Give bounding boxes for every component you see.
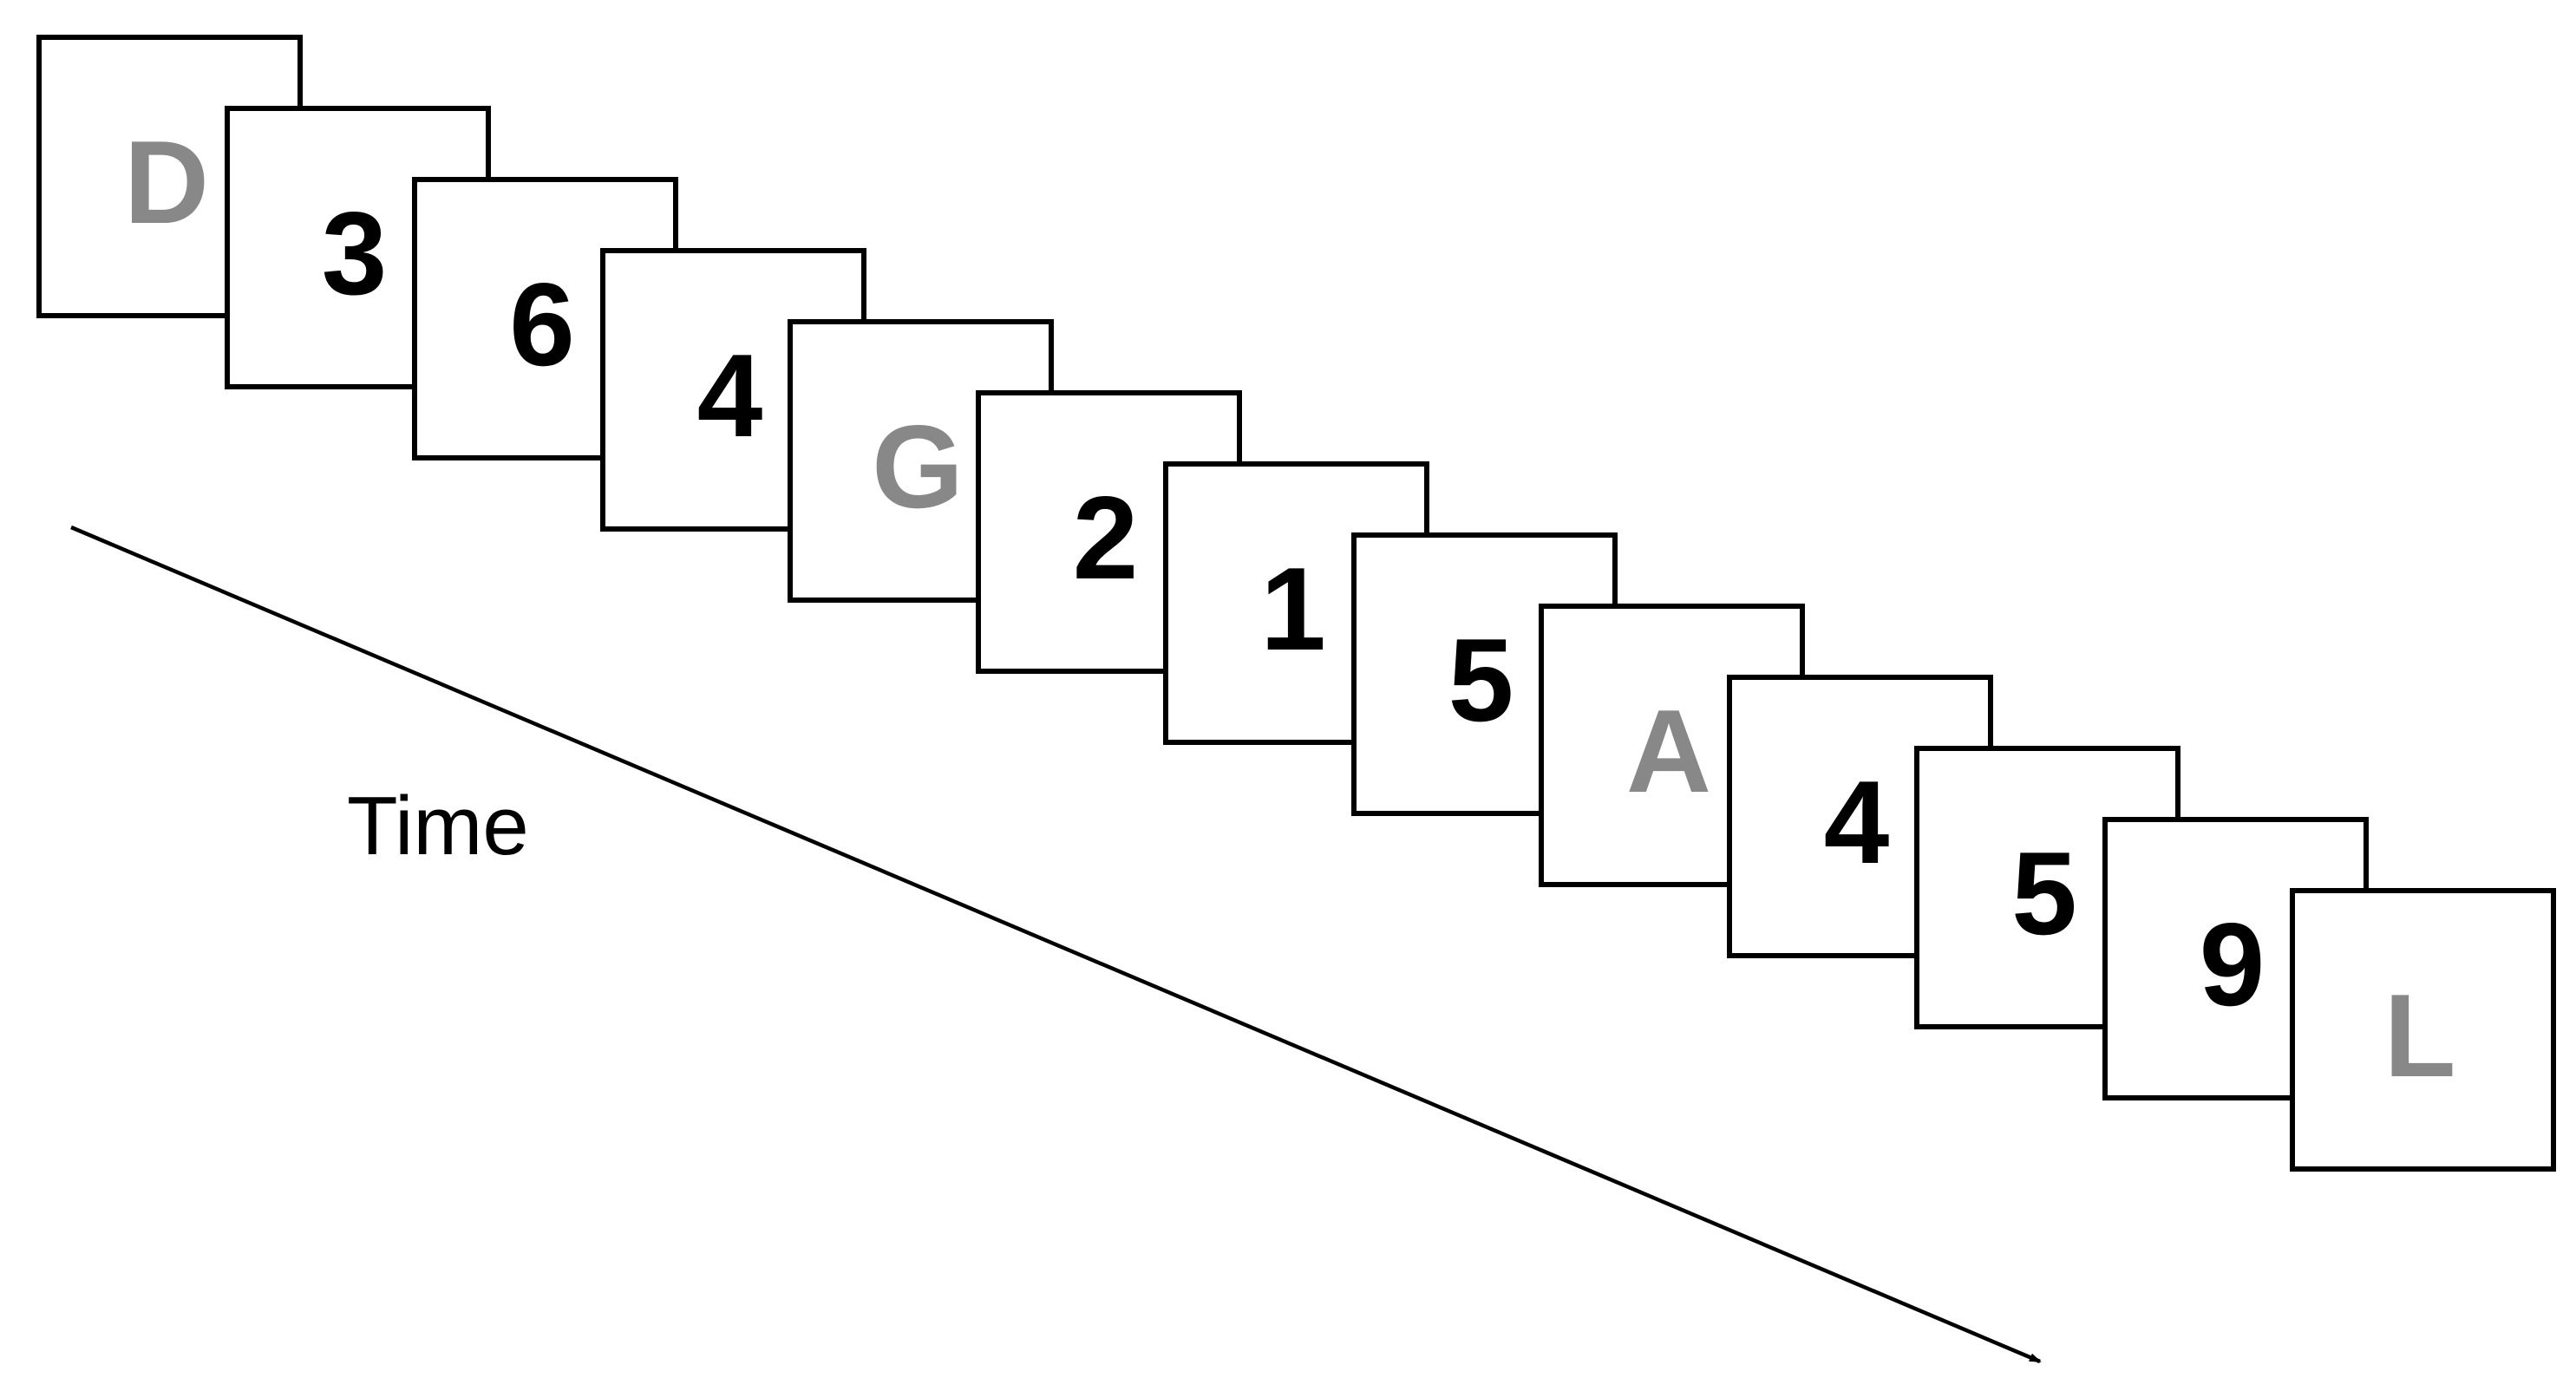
- stimulus-digit: 3: [321, 187, 388, 319]
- stimulus-digit: 4: [1823, 756, 1890, 888]
- stimulus-digit: 5: [1448, 614, 1514, 746]
- stimulus-letter: G: [872, 401, 964, 532]
- stimulus-digit: 9: [2199, 898, 2265, 1030]
- stimulus-letter: A: [1625, 685, 1712, 817]
- stimulus-digit: 1: [1260, 543, 1326, 675]
- time-label: Time: [347, 780, 529, 872]
- stimulus-digit: 2: [1072, 472, 1139, 604]
- stimulus-digit: 5: [2011, 827, 2077, 959]
- stimulus-digit: 6: [509, 258, 575, 390]
- stimulus-letter: L: [2383, 970, 2456, 1101]
- time-arrow-line: [70, 525, 2042, 1364]
- stimulus-letter: D: [123, 116, 210, 248]
- stimulus-digit: 4: [696, 330, 763, 461]
- stimulus-frame: [2290, 888, 2556, 1172]
